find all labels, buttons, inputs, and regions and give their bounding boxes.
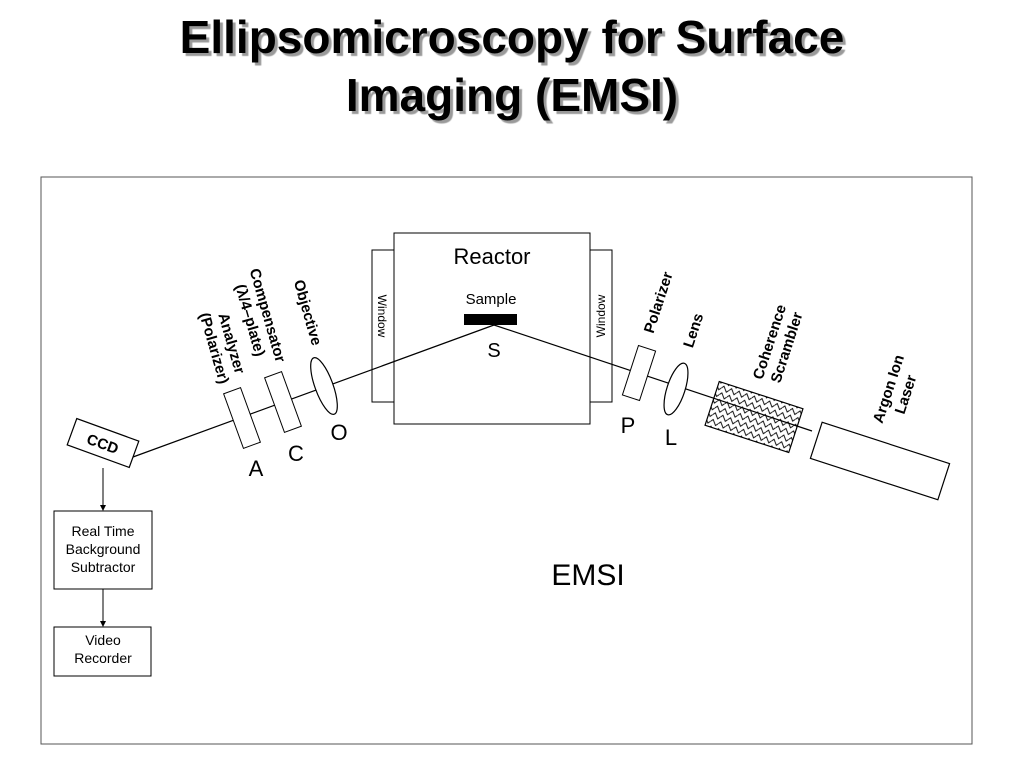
lens-element xyxy=(663,362,689,416)
title-line-1: Ellipsomicroscopy for Surface xyxy=(179,11,845,63)
sample-bar xyxy=(464,314,517,325)
reactor-box xyxy=(393,232,591,425)
sample-letter: S xyxy=(487,340,500,362)
sample-label: Sample xyxy=(466,291,517,308)
analyzer-element xyxy=(222,387,262,449)
compensator-element xyxy=(263,371,303,433)
objective-label: Objective xyxy=(290,278,325,348)
recorder-line1: Video xyxy=(85,632,121,648)
window-right-label: Window xyxy=(594,294,608,337)
compensator-letter: C xyxy=(288,441,304,466)
lens-letter: L xyxy=(665,425,677,450)
diagram-caption: EMSI xyxy=(551,559,624,592)
argon-laser xyxy=(809,421,951,501)
polarizer-element xyxy=(621,344,657,402)
analyzer-letter: A xyxy=(249,456,264,481)
title-line-2: Imaging (EMSI) xyxy=(345,69,679,121)
subtractor-line3: Subtractor xyxy=(71,559,136,575)
diagram-frame xyxy=(40,176,973,745)
subtractor-box xyxy=(53,510,153,590)
reactor-label: Reactor xyxy=(453,244,530,269)
coherence-scrambler xyxy=(704,380,804,454)
laser-label: Argon Ion Laser xyxy=(870,353,920,426)
recorder-line2: Recorder xyxy=(74,650,132,666)
ccd-camera: CCD xyxy=(66,417,140,469)
lens-label: Lens xyxy=(680,311,707,350)
subtractor-line2: Background xyxy=(66,541,141,557)
window-left-label: Window xyxy=(375,295,389,338)
scrambler-label: Coherence Scrambler xyxy=(750,303,807,386)
objective-lens xyxy=(310,357,338,415)
beam-reflected xyxy=(132,324,495,458)
subtractor-line1: Real Time xyxy=(71,523,134,539)
polarizer-label: Polarizer xyxy=(641,270,677,336)
polarizer-letter: P xyxy=(621,413,636,438)
slide-title: Ellipsomicroscopy for Surface Imaging (E… xyxy=(0,8,1024,124)
objective-letter: O xyxy=(330,420,347,445)
recorder-box xyxy=(53,626,152,677)
